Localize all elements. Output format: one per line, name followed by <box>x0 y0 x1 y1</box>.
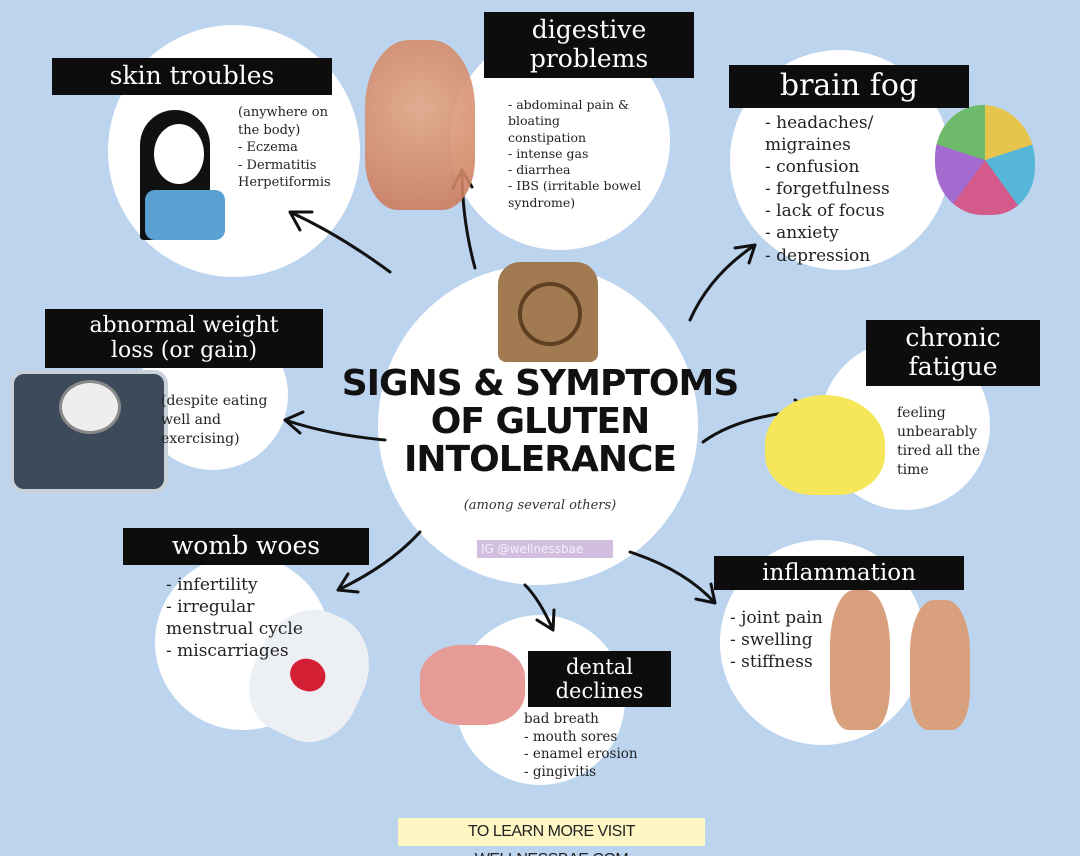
label-line: chronic <box>905 323 1001 352</box>
label-dental-declines: dental declines <box>528 651 671 708</box>
subtitle: (among several others) <box>463 498 617 513</box>
label-brain-fog: brain fog <box>729 65 969 108</box>
label-line: fatigue <box>908 351 998 381</box>
main-title: SIGNS & SYMPTOMS OF GLUTEN INTOLERANCE <box>340 365 740 478</box>
list-item: tired all the <box>897 442 981 459</box>
label-womb-woes: womb woes <box>123 528 369 565</box>
inflammation-list: - joint pain - swelling - stiffness <box>730 607 823 673</box>
list-item: - lack of focus <box>765 201 885 222</box>
list-item: - confusion <box>765 157 860 178</box>
list-item: - depression <box>765 245 871 266</box>
list-item: - swelling <box>730 630 813 651</box>
label-line: abnormal weight <box>89 313 279 338</box>
list-item: - mouth sores <box>524 728 618 745</box>
label-line: declines <box>555 679 644 704</box>
list-item: - irregular <box>166 597 255 618</box>
title-line: OF GLUTEN <box>430 400 650 442</box>
list-item: - Dermatitis <box>238 157 317 173</box>
list-item: - miscarriages <box>166 641 289 662</box>
watermark: IG @wellnessbae <box>477 540 613 558</box>
arrow-dental <box>523 583 556 632</box>
list-item: exercising) <box>161 430 240 447</box>
list-item: migraines <box>765 135 851 156</box>
list-item: - Eczema <box>238 140 298 156</box>
list-item: time <box>897 461 929 478</box>
footer-link[interactable]: TO LEARN MORE VISIT WELLNESSBAE.COM <box>398 818 705 856</box>
label-weight: abnormal weight loss (or gain) <box>45 309 323 368</box>
list-item: - enamel erosion <box>524 746 638 763</box>
digestive-list: - abdominal pain & bloating constipation… <box>508 97 641 211</box>
list-item: - headaches/ <box>765 113 874 133</box>
label-inflammation: inflammation <box>714 556 964 591</box>
fatigue-list: feeling unbearably tired all the time <box>897 404 980 480</box>
list-item: bad breath <box>524 711 599 727</box>
label-line: problems <box>529 43 649 73</box>
bread-slice-icon <box>498 262 598 362</box>
list-item: the body) <box>238 122 301 138</box>
arrow-brain <box>688 243 757 322</box>
label-chronic-fatigue: chronic fatigue <box>866 320 1040 386</box>
label-line: digestive <box>531 15 647 44</box>
list-item: syndrome) <box>508 194 576 210</box>
list-item: feeling <box>897 405 946 421</box>
list-item: - intense gas <box>508 145 589 161</box>
dental-list: bad breath - mouth sores - enamel erosio… <box>524 711 638 781</box>
scale-illustration <box>10 370 168 493</box>
list-item: - IBS (irritable bowel <box>508 178 642 194</box>
list-item: - joint pain <box>730 608 823 628</box>
dentures-illustration <box>420 645 525 725</box>
girl-illustration <box>130 110 240 245</box>
label-line: loss (or gain) <box>110 338 258 364</box>
skin-list: (anywhere on the body) - Eczema - Dermat… <box>238 104 331 192</box>
label-digestive-problems: digestive problems <box>484 12 694 78</box>
brain-illustration <box>935 105 1035 215</box>
arrow-skin <box>288 210 392 274</box>
label-line: dental <box>565 655 634 679</box>
list-item: well and <box>161 411 221 428</box>
list-item: (despite eating <box>161 393 268 409</box>
list-item: - diarrhea <box>508 162 571 177</box>
brain-list: - headaches/ migraines - confusion - for… <box>765 112 890 267</box>
list-item: - infertility <box>166 575 258 595</box>
list-item: (anywhere on <box>238 105 328 120</box>
title-line: SIGNS & SYMPTOMS <box>341 363 740 404</box>
list-item: - abdominal pain & <box>508 97 630 112</box>
list-item: - forgetfulness <box>765 179 890 200</box>
list-item: - stiffness <box>730 652 813 673</box>
list-item: - anxiety <box>765 223 839 244</box>
arrow-womb <box>336 530 422 594</box>
feet-illustration <box>830 590 980 730</box>
list-item: bloating <box>508 113 561 129</box>
pikachu-illustration <box>765 395 885 495</box>
list-item: constipation <box>508 129 587 145</box>
list-item: unbearably <box>897 423 978 440</box>
intestines-illustration <box>365 40 475 210</box>
womb-list: - infertility - irregular menstrual cycl… <box>166 574 303 662</box>
list-item: - gingivitis <box>524 763 597 780</box>
title-line: INTOLERANCE <box>404 438 677 480</box>
list-item: menstrual cycle <box>166 619 303 640</box>
label-skin-troubles: skin troubles <box>52 58 332 95</box>
arrow-inflammation <box>628 550 717 605</box>
arrow-weight <box>283 410 387 442</box>
weight-list: (despite eating well and exercising) <box>161 392 267 449</box>
list-item: Herpetiformis <box>238 175 331 191</box>
